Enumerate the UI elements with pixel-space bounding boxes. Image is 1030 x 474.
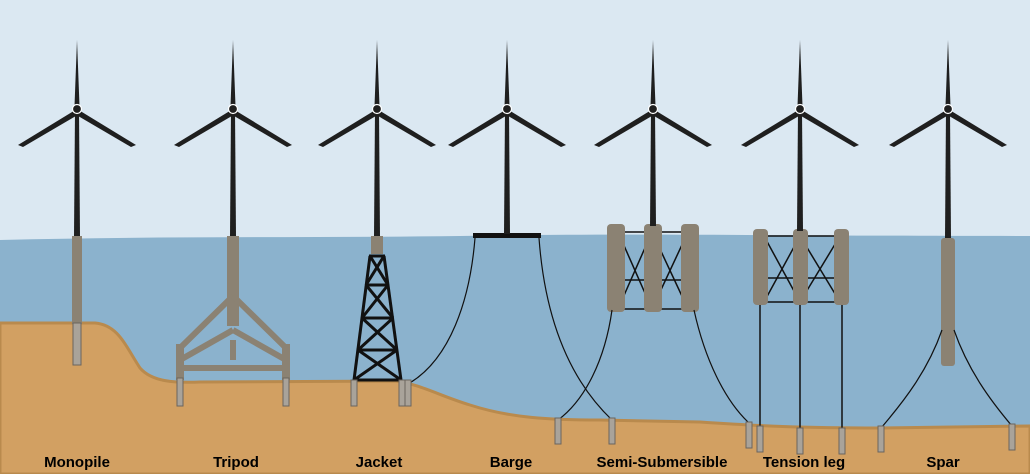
rotor-blade <box>373 109 436 147</box>
semi-sub-column <box>681 224 699 312</box>
tripod-leg <box>282 344 290 380</box>
seabed <box>0 321 1030 474</box>
rotor-blade <box>797 40 803 109</box>
tower <box>650 111 656 226</box>
jacket-lattice <box>352 254 403 382</box>
rotor-blade <box>944 109 1007 147</box>
anchor-pile <box>608 417 616 445</box>
label-monopile: Monopile <box>44 454 110 471</box>
monopile-pile <box>72 322 82 366</box>
rotor-blade <box>174 109 237 147</box>
mooring-lines <box>880 329 1013 429</box>
rotor-hub-icon <box>942 103 954 115</box>
tower <box>74 111 80 236</box>
monopile-column <box>72 236 82 324</box>
label-jacket: Jacket <box>355 454 403 471</box>
anchor-pile <box>796 427 804 455</box>
barge-turbine <box>404 40 616 445</box>
rotor-hub-icon <box>794 103 806 115</box>
semi-sub-column <box>607 224 625 312</box>
tension-leg-turbine <box>741 40 859 455</box>
tower <box>504 111 510 234</box>
jacket-pile <box>350 379 358 407</box>
spar-turbine <box>877 40 1016 453</box>
label-tripod: Tripod <box>213 454 259 471</box>
rotor-blade <box>448 109 511 147</box>
rotor-blade <box>18 109 81 147</box>
barge-hull <box>473 233 541 238</box>
label-tension-leg: Tension leg <box>762 454 846 471</box>
tlp-column <box>834 229 849 305</box>
monopile-turbine <box>18 40 136 366</box>
rotor-blade <box>230 40 236 109</box>
tripod-leg <box>176 344 184 380</box>
rotor-hub-icon <box>227 103 239 115</box>
tower <box>374 111 380 236</box>
anchor-pile <box>838 427 846 455</box>
tripod-pile <box>176 377 184 407</box>
tension-tendons <box>759 305 843 430</box>
rotor-blade <box>945 40 951 109</box>
mooring-lines <box>407 237 613 421</box>
rotor-blade <box>73 109 136 147</box>
semi-submersible-turbine <box>554 40 753 449</box>
rotor-blade <box>649 109 712 147</box>
tripod-pile <box>282 377 290 407</box>
rotor-blade <box>741 109 804 147</box>
rotor-blade <box>889 109 952 147</box>
anchor-pile <box>756 425 764 453</box>
tlp-column <box>753 229 768 305</box>
rotor-blade <box>374 40 380 109</box>
tlp-column <box>793 229 808 305</box>
rotor-blade <box>650 40 656 109</box>
rotor-blade <box>318 109 381 147</box>
jacket-pile <box>398 379 406 407</box>
rotor-blade <box>229 109 292 147</box>
rotor-blade <box>503 109 566 147</box>
anchor-pile <box>1008 423 1016 451</box>
rotor-hub-icon <box>501 103 513 115</box>
rotor-blade <box>796 109 859 147</box>
anchor-pile <box>554 417 562 445</box>
rotor-blade <box>594 109 657 147</box>
transition-piece <box>371 236 383 254</box>
semi-sub-column <box>644 224 662 312</box>
anchor-pile <box>877 425 885 453</box>
label-semi-submersible: Semi-Submersible <box>596 454 728 471</box>
tripod-column <box>227 236 239 326</box>
tripod-turbine <box>174 40 292 407</box>
rotor-blade <box>74 40 80 109</box>
spar-buoy <box>941 238 955 366</box>
mooring-lines <box>557 309 749 423</box>
rotor-hub-icon <box>647 103 659 115</box>
tower <box>797 111 803 231</box>
label-spar: Spar <box>926 454 960 471</box>
tower <box>945 111 951 238</box>
rotor-hub-icon <box>371 103 383 115</box>
label-barge: Barge <box>489 454 533 471</box>
anchor-pile <box>404 379 412 407</box>
anchor-pile <box>745 421 753 449</box>
rotor-hub-icon <box>71 103 83 115</box>
tower <box>230 111 236 236</box>
jacket-turbine <box>318 40 436 407</box>
rotor-blade <box>504 40 510 109</box>
